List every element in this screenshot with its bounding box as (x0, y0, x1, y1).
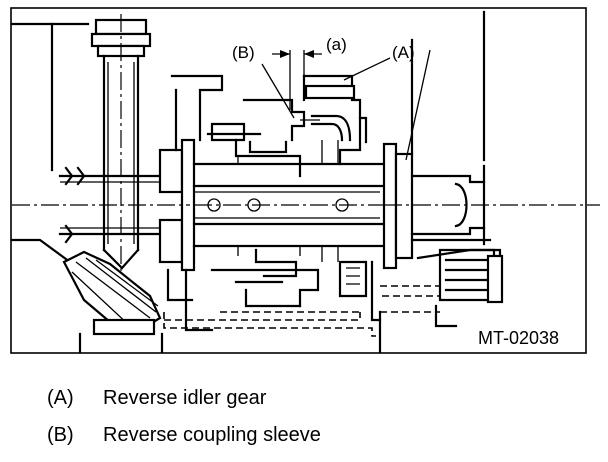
callout-a-label: (A) (392, 43, 415, 62)
figure-frame (10, 7, 587, 354)
figure-code: MT-02038 (478, 328, 559, 348)
legend-item-a: (A) Reverse idler gear (47, 386, 266, 410)
diagram-drawing (10, 10, 600, 354)
callout-b-label: (B) (232, 43, 255, 62)
legend-text: Reverse idler gear (103, 387, 267, 409)
legend-key: (A) (47, 387, 74, 409)
legend-item-b: (B) Reverse coupling sleeve (47, 423, 321, 447)
legend-text: Reverse coupling sleeve (103, 424, 321, 446)
legend-key: (B) (47, 424, 74, 446)
dimension-a-label: (a) (326, 35, 347, 54)
